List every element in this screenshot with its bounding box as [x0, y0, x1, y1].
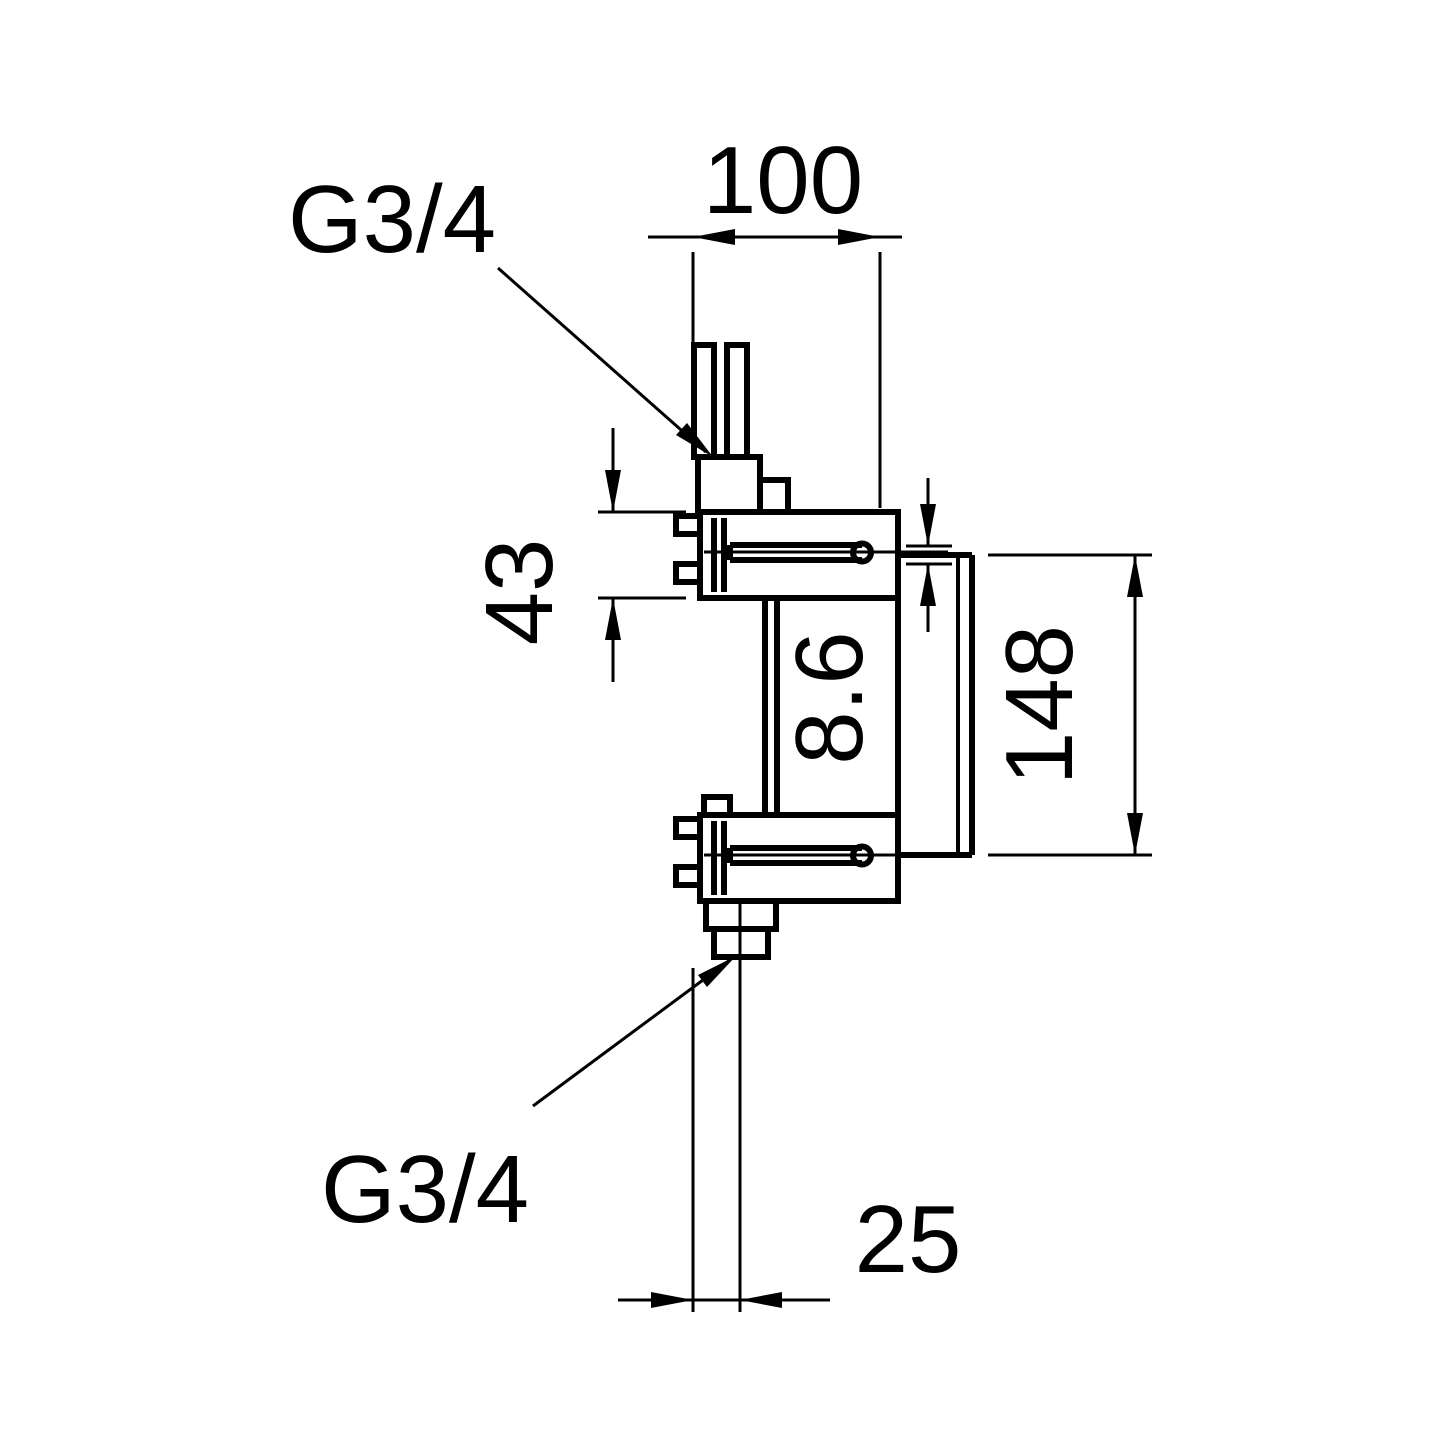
dimension-height-148: 148 — [986, 553, 1152, 857]
fixture-outline — [673, 342, 975, 960]
bottom-valve-clamp-lower — [673, 864, 703, 888]
bottom-valve-tab — [701, 794, 733, 818]
dim-43-arrow-down — [605, 470, 621, 512]
port-bottom-leader-line — [532, 958, 731, 1108]
dimension-height-43: 43 — [466, 428, 686, 682]
dim-8-6-label: 8.6 — [776, 631, 883, 764]
dim-148-arrow-bottom — [1127, 813, 1143, 855]
top-bracket-block — [695, 454, 763, 515]
port-bottom-leader-arrow — [698, 956, 736, 987]
dimension-offset-8-6: 8.6 — [776, 478, 952, 765]
dim-43-arrow-up — [605, 598, 621, 640]
dim-8-6-arrow-up — [920, 564, 936, 606]
dim-25-arrow-left — [740, 1292, 782, 1308]
top-valve-clamp-lower — [673, 561, 703, 585]
dim-43-label: 43 — [466, 539, 573, 646]
top-bracket-step — [757, 477, 791, 515]
dim-25-label: 25 — [855, 1186, 962, 1293]
port-top-leader-arrow — [676, 423, 713, 457]
port-label-bottom: G3/4 — [321, 956, 736, 1243]
bottom-valve-clamp-upper — [673, 816, 703, 840]
dimension-width-100: 100 — [648, 127, 902, 508]
dim-148-arrow-top — [1127, 555, 1143, 597]
dim-148-label: 148 — [986, 625, 1093, 785]
port-label-top: G3/4 — [288, 166, 713, 457]
port-bottom-label: G3/4 — [321, 1136, 529, 1243]
dim-100-arrow-right — [838, 229, 880, 245]
dim-8-6-arrow-down — [920, 504, 936, 546]
dim-100-arrow-left — [693, 229, 735, 245]
dim-100-label: 100 — [703, 127, 863, 234]
port-top-label: G3/4 — [288, 166, 496, 273]
dimension-offset-25: 25 — [618, 903, 961, 1312]
top-rail-right — [724, 342, 750, 460]
centerlines — [704, 550, 948, 857]
top-valve-clamp-upper — [673, 513, 703, 537]
dim-25-arrow-right — [651, 1292, 693, 1308]
port-top-leader-line — [497, 266, 707, 454]
